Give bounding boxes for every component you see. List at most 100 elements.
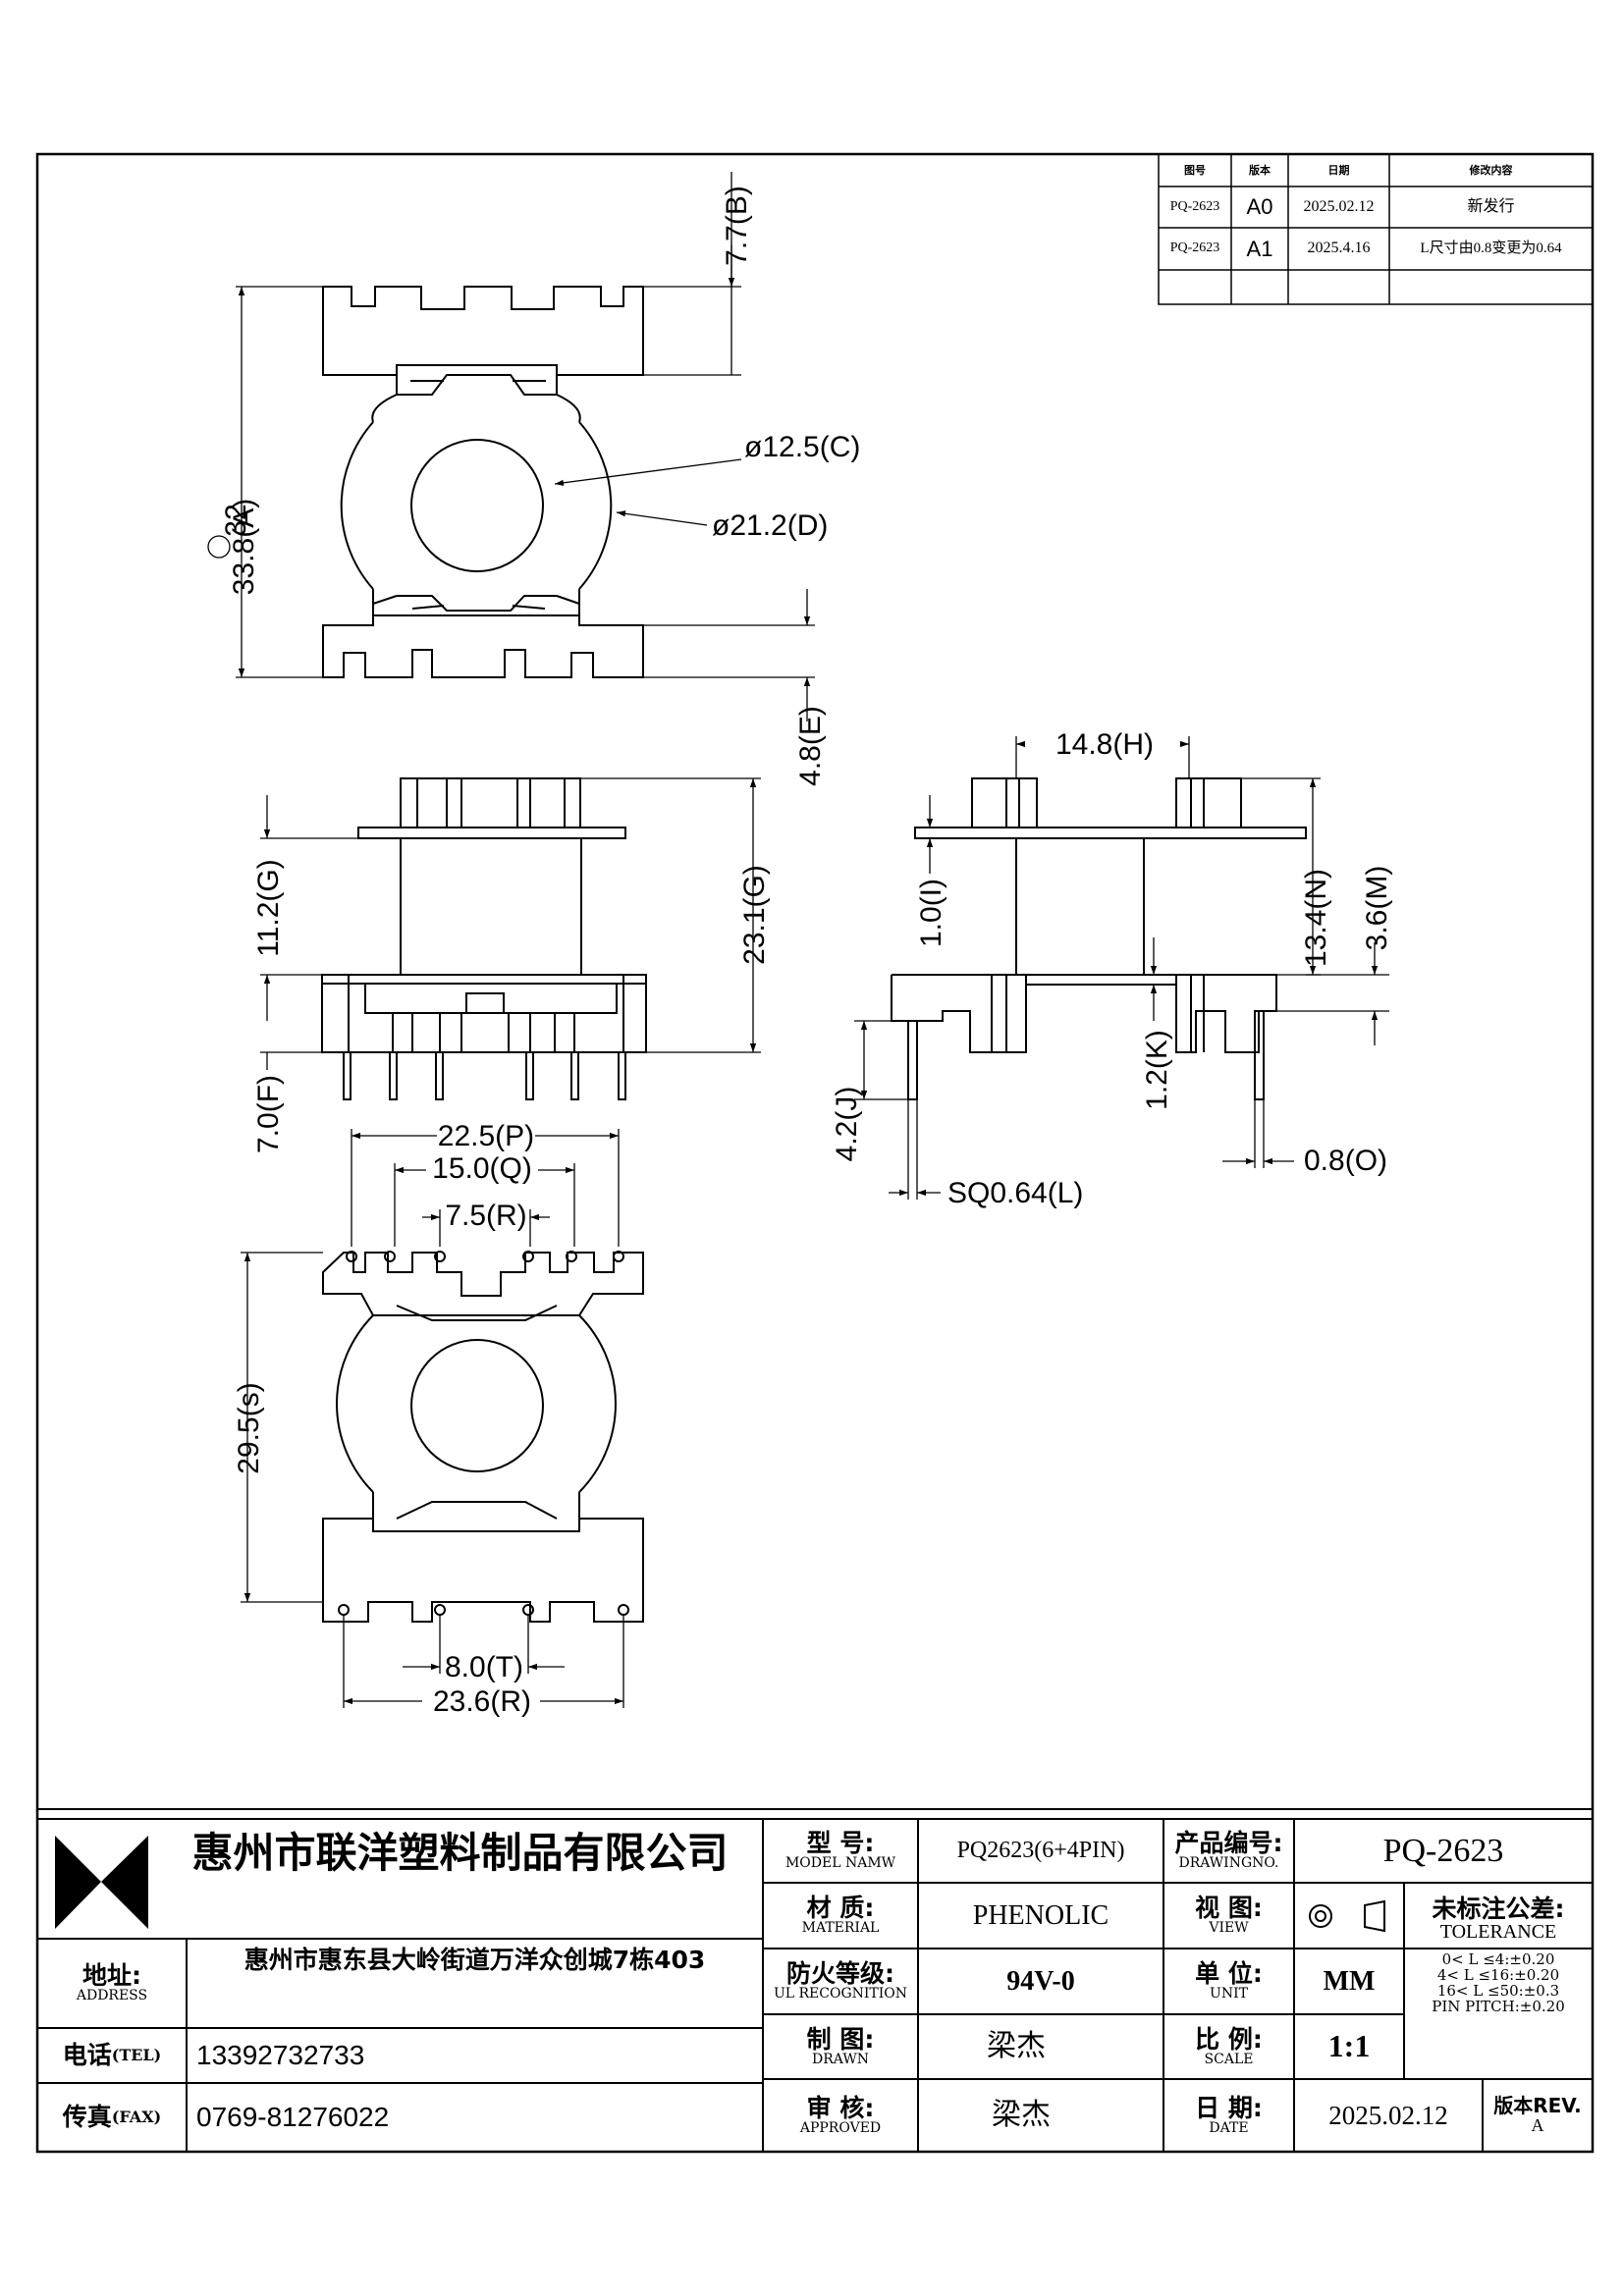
approved-label: 审 核: APPROVED (763, 2079, 918, 2152)
dim-O: 0.8(O) (1304, 1145, 1387, 1177)
model-label: 型 号: MODEL NAMW (763, 1819, 918, 1883)
dim-K: 1.2(K) (1141, 1030, 1173, 1110)
side-view (891, 777, 1307, 1100)
tolerance-label-cn: 未标注公差: (1432, 1895, 1565, 1923)
dim-N: 13.4(N) (1300, 869, 1332, 967)
unit-label-cn: 单 位: (1195, 1959, 1263, 1989)
dim-B: 7.7(B) (721, 186, 753, 266)
scale-label: 比 例: SCALE (1163, 2014, 1294, 2079)
rev-row-2-change: L尺寸由0.8变更为0.64 (1420, 240, 1562, 256)
rev-header-version: 版本 (1249, 163, 1271, 177)
tel-label-en: (TEL) (111, 2045, 162, 2064)
drawn-value: 梁杰 (987, 2029, 1046, 2064)
drawing-no-label: 产品编号: DRAWINGNO. (1163, 1819, 1294, 1883)
dim-R2: 23.6(R) (433, 1685, 531, 1718)
tel-value: 13392732733 (196, 2040, 365, 2071)
approved-value: 梁杰 (992, 2098, 1051, 2133)
rev-row-1-version: A0 (1246, 194, 1273, 220)
company-name: 惠州市联洋塑料制品有限公司 (191, 1828, 729, 1877)
dim-S: 29.5(s) (233, 1382, 265, 1473)
title-block-grid (37, 1808, 1593, 2152)
address-label: 地址: ADDRESS (37, 1939, 187, 2028)
address-label-cn: 地址: (82, 1961, 141, 1991)
rev-row-1-drawing-no: PQ-2623 (1169, 198, 1220, 214)
material-label-en: MATERIAL (801, 1920, 880, 1937)
date-label: 日 期: DATE (1163, 2079, 1294, 2152)
side-view-dims (854, 736, 1389, 1200)
tolerance-line-4: PIN PITCH:±0.20 (1432, 1997, 1565, 2015)
dim-F: 7.0(F) (252, 1075, 285, 1153)
company-logo (55, 1836, 148, 1929)
model-label-cn: 型 号: (806, 1829, 875, 1858)
dim-T: 8.0(T) (445, 1651, 523, 1683)
rev-header-drawing-no: 图号 (1184, 163, 1206, 177)
fax-label-en: (FAX) (111, 2107, 162, 2126)
dim-D: ø21.2(D) (712, 509, 828, 542)
unit-label-en: UNIT (1210, 1986, 1248, 2002)
approved-label-cn: 审 核: (806, 2093, 875, 2122)
scale-value: 1:1 (1327, 2028, 1371, 2064)
tolerance-line-3: 16< L ≤50:±0.3 (1436, 1981, 1560, 2000)
scale-label-en: SCALE (1204, 2051, 1254, 2067)
dim-Q: 15.0(Q) (432, 1152, 532, 1185)
drawn-label-en: DRAWN (812, 2051, 869, 2067)
dim-A: 33.8(A) (228, 499, 260, 595)
top-view (322, 286, 644, 678)
rev-value: A (1531, 2115, 1544, 2136)
fax-label-cn: 传真 (62, 2102, 112, 2131)
rev-header-date: 日期 (1327, 163, 1350, 177)
bottom-view-dims (241, 1129, 624, 1708)
rev-row-2-drawing-no: PQ-2623 (1169, 240, 1220, 256)
rev-block: 版本REV. A (1483, 2079, 1593, 2152)
address-value: 惠州市惠东县大岭街道万洋众创城7栋403 (243, 1946, 706, 1975)
address-label-en: ADDRESS (76, 1988, 148, 2004)
approved-label-en: APPROVED (799, 2119, 882, 2136)
tolerance-line-2: 4< L ≤16:±0.20 (1436, 1966, 1560, 1984)
tolerance-line-1: 0< L ≤4:±0.20 (1441, 1950, 1555, 1969)
projection-symbol-icon (1309, 1899, 1385, 1933)
model-label-en: MODEL NAMW (784, 1855, 896, 1872)
dim-R1: 7.5(R) (445, 1200, 526, 1232)
drawing-no-label-cn: 产品编号: (1174, 1829, 1283, 1858)
revision-table-grid (1158, 153, 1594, 305)
dim-A2: 32 (220, 504, 252, 536)
fire-label-en: UL RECOGNITION (773, 1986, 908, 2002)
rev-header-change: 修改内容 (1469, 163, 1513, 177)
material-value: PHENOLIC (972, 1899, 1109, 1931)
rev-row-2-date: 2025.4.16 (1307, 240, 1371, 257)
bottom-view (322, 1251, 644, 1623)
dim-J: 4.2(J) (831, 1087, 863, 1162)
fax-label: 传真 (FAX) (37, 2083, 187, 2152)
date-value: 2025.02.12 (1328, 2100, 1448, 2130)
dim-C: ø12.5(C) (744, 431, 860, 463)
date-label-en: DATE (1209, 2119, 1249, 2136)
view-label-en: VIEW (1209, 1920, 1249, 1937)
unit-value: MM (1323, 1965, 1376, 1997)
tolerance-block: 未标注公差: TOLERANCE 0< L ≤4:±0.20 4< L ≤16:… (1404, 1883, 1593, 2079)
unit-label: 单 位: UNIT (1163, 1949, 1294, 2014)
dim-L: SQ0.64(L) (947, 1177, 1083, 1209)
drawing-no-label-en: DRAWINGNO. (1178, 1855, 1279, 1872)
tolerance-label-en: TOLERANCE (1439, 1921, 1557, 1944)
dim-G2: 23.1(G) (738, 865, 771, 965)
dim-M: 3.6(M) (1361, 866, 1393, 951)
dim-E: 4.8(E) (794, 706, 827, 786)
drawing-no-value: PQ-2623 (1382, 1832, 1504, 1869)
rev-label: 版本REV. (1493, 2094, 1582, 2118)
fax-value: 0769-81276022 (196, 2102, 390, 2133)
date-label-cn: 日 期: (1195, 2093, 1263, 2122)
model-value: PQ2623(6+4PIN) (956, 1837, 1125, 1863)
front-view (321, 777, 647, 1100)
rev-row-1-date: 2025.02.12 (1303, 197, 1375, 215)
tel-label: 电话 (TEL) (37, 2028, 187, 2083)
rev-row-2-version: A1 (1246, 236, 1273, 261)
dim-H: 14.8(H) (1055, 728, 1154, 761)
view-label: 视 图: VIEW (1163, 1883, 1294, 1949)
front-view-dims (260, 777, 761, 1070)
dim-G1: 11.2(G) (252, 859, 285, 956)
scale-label-cn: 比 例: (1195, 2024, 1263, 2054)
rev-row-1-change: 新发行 (1467, 197, 1515, 215)
dim-P: 22.5(P) (438, 1120, 534, 1152)
